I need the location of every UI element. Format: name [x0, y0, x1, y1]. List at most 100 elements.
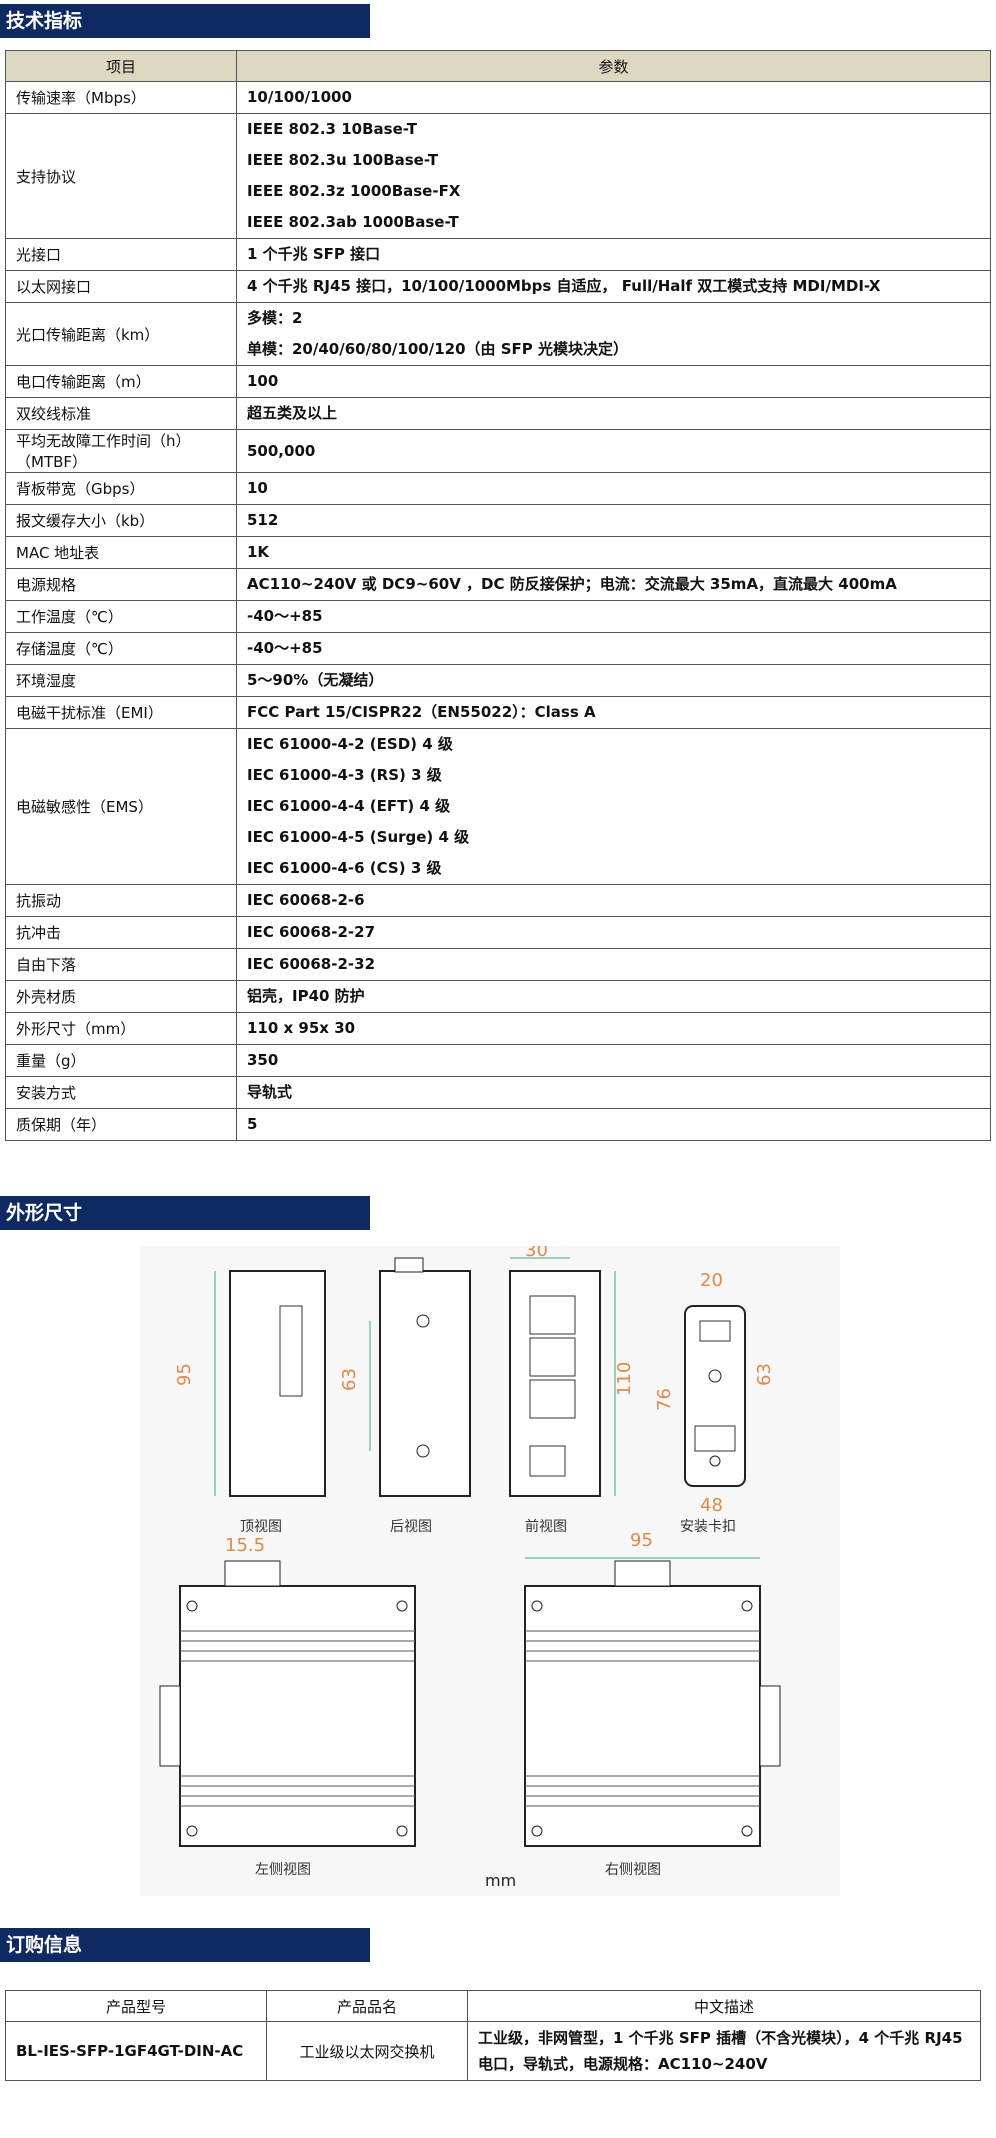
- spec-item-value: 500,000: [236, 429, 991, 473]
- spec-row: 电源规格 AC110~240V 或 DC9~60V ，DC 防反接保护；电流：交流…: [5, 568, 991, 601]
- spec-row: 外壳材质铝壳，IP40 防护: [5, 980, 991, 1013]
- order-header-desc: 中文描述: [467, 1990, 981, 2022]
- spec-item-label: 环境湿度: [5, 664, 237, 697]
- spec-row: 以太网接口 4 个千兆 RJ45 接口，10/100/1000Mbps 自适应， …: [5, 270, 991, 303]
- section-title-specs: 技术指标: [0, 4, 370, 38]
- spec-item-value: FCC Part 15/CISPR22（EN55022）：Class A: [236, 696, 991, 729]
- spec-row: 电磁干扰标准（EMI） FCC Part 15/CISPR22（EN55022）：…: [5, 696, 991, 729]
- spec-value-line: 500,000: [247, 441, 316, 460]
- spec-item-label: 工作温度（℃）: [5, 600, 237, 633]
- spec-value-line: -40～+85: [247, 639, 323, 657]
- spec-item-value: 1 个千兆 SFP 接口: [236, 238, 991, 271]
- spec-item-value: 多模：2 单模：20/40/60/80/100/120（由 SFP 光模块决定）: [236, 302, 991, 366]
- spec-value-line: FCC Part 15/CISPR22（EN55022）：Class A: [247, 703, 596, 721]
- spec-item-value: 100: [236, 365, 991, 398]
- dim-front-h: 110: [614, 1362, 635, 1396]
- spec-item-label: 重量（g）: [5, 1044, 237, 1077]
- order-header-model: 产品型号: [5, 1990, 267, 2022]
- spec-item-value: 超五类及以上: [236, 397, 991, 430]
- spec-row: 抗冲击 IEC 60068-2-27: [5, 916, 991, 949]
- spec-item-label: 以太网接口: [5, 270, 237, 303]
- spec-item-label: 电磁敏感性（EMS）: [5, 728, 237, 885]
- order-name: 工业级以太网交换机: [266, 2021, 468, 2081]
- spec-value-line: IEEE 802.3 10Base-T: [247, 120, 417, 138]
- spec-item-value: 110 x 95x 30: [236, 1012, 991, 1045]
- spec-row: 工作温度（℃） -40～+85: [5, 600, 991, 633]
- spec-item-label: 安装方式: [5, 1076, 237, 1109]
- spec-item-label: 外形尺寸（mm）: [5, 1012, 237, 1045]
- order-table: 产品型号 产品品名 中文描述 BL-IES-SFP-1GF4GT-DIN-AC …: [5, 1990, 981, 2081]
- spec-value-line: 350: [247, 1051, 279, 1069]
- spec-row: 背板带宽（Gbps）10: [5, 472, 991, 505]
- spec-row: 传输速率（Mbps） 10/100/1000: [5, 81, 991, 114]
- spec-item-value: -40～+85: [236, 632, 991, 665]
- dim-clip-h2: 63: [754, 1363, 775, 1386]
- spec-item-value: 4 个千兆 RJ45 接口，10/100/1000Mbps 自适应， Full/…: [236, 270, 991, 303]
- spec-value-line: 512: [247, 511, 279, 529]
- spec-row: 电口传输距离（m）100: [5, 365, 991, 398]
- top-view: 95 顶视图: [174, 1270, 326, 1535]
- spec-value-line: 4 个千兆 RJ45 接口，10/100/1000Mbps 自适应， Full/…: [247, 277, 881, 295]
- spec-value-line: 1K: [247, 543, 270, 561]
- dim-left-w: 15.5: [225, 1535, 265, 1556]
- spec-value-line: 铝壳，IP40 防护: [247, 987, 365, 1005]
- spec-item-value: 10: [236, 472, 991, 505]
- spec-row: 光口传输距离（km） 多模：2 单模：20/40/60/80/100/120（由 S…: [5, 302, 991, 366]
- spec-item-value: IEC 60068-2-27: [236, 916, 991, 949]
- spec-item-label: 电源规格: [5, 568, 237, 601]
- spec-row: 外形尺寸（mm）110 x 95x 30: [5, 1012, 991, 1045]
- spec-item-label: 背板带宽（Gbps）: [5, 472, 237, 505]
- spec-value-line: IEC 61000-4-2 (ESD) 4 级: [247, 735, 453, 753]
- back-view: 63 后视图: [339, 1257, 471, 1535]
- order-model: BL-IES-SFP-1GF4GT-DIN-AC: [5, 2021, 267, 2081]
- spec-value-line: 多模：2: [247, 309, 303, 327]
- spec-row: 自由下落 IEC 60068-2-32: [5, 948, 991, 981]
- spec-item-label: 质保期（年）: [5, 1108, 237, 1141]
- caption-right: 右侧视图: [605, 1862, 661, 1878]
- spec-item-value: 铝壳，IP40 防护: [236, 980, 991, 1013]
- spec-value-line: IEC 61000-4-6 (CS) 3 级: [247, 859, 442, 877]
- spec-header-item: 项目: [5, 50, 237, 82]
- spec-item-value: 512: [236, 504, 991, 537]
- dim-clip-h1: 76: [654, 1388, 675, 1411]
- spec-value-line: AC110~240V 或 DC9~60V ，DC 防反接保护；电流：交流最大 3…: [247, 575, 897, 593]
- left-view: 15.5 左侧视图: [159, 1535, 416, 1878]
- dim-back-h: 63: [339, 1368, 360, 1391]
- dim-clip-w: 20: [700, 1270, 723, 1291]
- spec-row: 安装方式导轨式: [5, 1076, 991, 1109]
- spec-value-line: 10/100/1000: [247, 88, 352, 106]
- spec-value-line: -40～+85: [247, 607, 323, 625]
- spec-value-line: 超五类及以上: [247, 404, 338, 422]
- spec-value-line: 单模：20/40/60/80/100/120（由 SFP 光模块决定）: [247, 340, 628, 358]
- spec-item-label: 自由下落: [5, 948, 237, 981]
- spec-value-line: IEC 60068-2-27: [247, 923, 376, 941]
- caption-clip: 安装卡扣: [680, 1519, 736, 1535]
- caption-top: 顶视图: [240, 1519, 282, 1535]
- spec-item-label: 外壳材质: [5, 980, 237, 1013]
- spec-item-label: 传输速率（Mbps）: [5, 81, 237, 114]
- spec-header-row: 项目 参数: [5, 50, 991, 82]
- order-desc: 工业级，非网管型，1 个千兆 SFP 插槽（不含光模块），4 个千兆 RJ45 …: [467, 2021, 981, 2081]
- spec-value-line: 导轨式: [247, 1083, 293, 1101]
- spec-row: 报文缓存大小（kb） 512: [5, 504, 991, 537]
- spec-item-label: 存储温度（℃）: [5, 632, 237, 665]
- spec-item-value: IEC 60068-2-32: [236, 948, 991, 981]
- order-header-row: 产品型号 产品品名 中文描述: [5, 1990, 981, 2022]
- dim-top-h: 95: [174, 1363, 195, 1386]
- spec-item-value: 350: [236, 1044, 991, 1077]
- spec-item-label: 电磁干扰标准（EMI）: [5, 696, 237, 729]
- spec-item-label: 抗冲击: [5, 916, 237, 949]
- spec-item-label: 报文缓存大小（kb）: [5, 504, 237, 537]
- spec-value-line: IEC 60068-2-32: [247, 955, 376, 973]
- spec-item-label: 光口传输距离（km）: [5, 302, 237, 366]
- spec-item-label: 支持协议: [5, 113, 237, 239]
